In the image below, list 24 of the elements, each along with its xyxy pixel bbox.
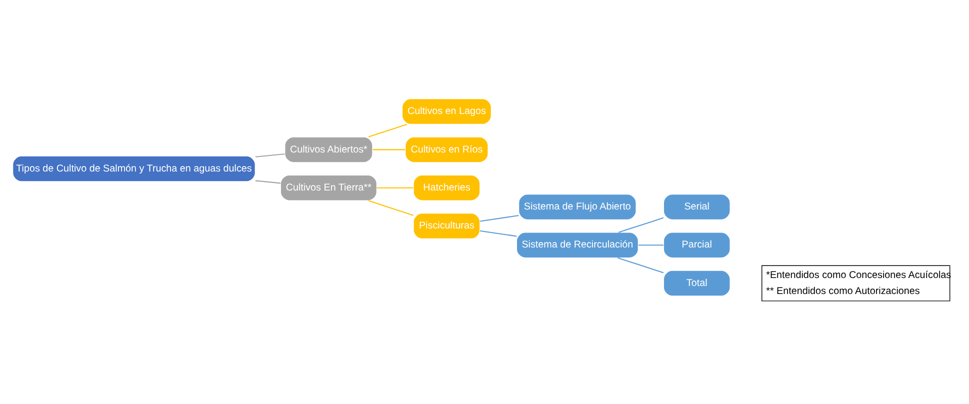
node-box: Serial — [663, 194, 730, 220]
connector — [255, 153, 285, 158]
node-box: Hatcheries — [413, 174, 480, 201]
node-box: Total — [663, 270, 730, 296]
node-box: Cultivos en Lagos — [402, 98, 492, 125]
label: ** Entendidos como Autorizaciones — [766, 286, 920, 298]
connector — [255, 180, 281, 184]
node-box: Parcial — [663, 232, 730, 258]
connector — [480, 230, 517, 237]
node-box: Sistema de Flujo Abierto — [518, 194, 636, 220]
connector — [372, 149, 406, 150]
node-box: Tipos de Cultivo de Salmón y Trucha en aguas dulces — [12, 156, 256, 182]
node-box: Cultivos Abiertos* — [284, 136, 373, 163]
node-box: Sistema de Recirculación — [516, 232, 639, 258]
connector — [376, 187, 414, 188]
node-box: Cultivos en Ríos — [405, 136, 488, 163]
connector — [368, 200, 414, 216]
connector — [638, 244, 664, 246]
connector — [368, 124, 408, 138]
connector — [618, 217, 664, 233]
connector — [618, 257, 664, 274]
node-box: Cultivos En Tierra** — [280, 174, 378, 201]
node-box: Pisciculturas — [413, 212, 480, 240]
connector — [480, 214, 519, 222]
